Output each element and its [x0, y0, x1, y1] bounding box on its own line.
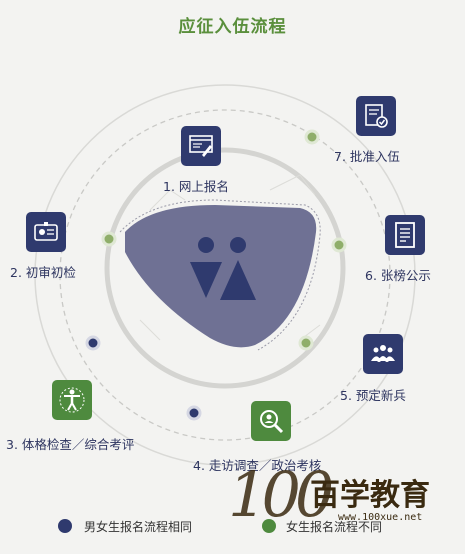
watermark-brand-logo: 100: [228, 458, 334, 531]
notice-list-icon: [395, 222, 415, 248]
step-1-icon-box: [181, 126, 221, 166]
legend-dot-different: [262, 519, 276, 533]
step-3-label: 3. 体格检查／综合考评: [6, 437, 135, 452]
step-7-icon-box: [356, 96, 396, 136]
step-4-label: 4. 走访调查／政治考核: [193, 458, 322, 473]
step-6-icon-box: [385, 215, 425, 255]
step-5-icon-box: [363, 334, 403, 374]
body-figure-icon: [59, 387, 85, 413]
step-5-label: 5. 预定新兵: [340, 388, 406, 403]
step-4-icon-box: [251, 401, 291, 441]
step-6-label: 6. 张榜公示: [365, 268, 431, 283]
connector-dots: [85, 129, 347, 421]
watermark-brand-text: 百学教育: [310, 478, 430, 513]
magnifier-person-icon: [260, 410, 284, 434]
inner-ring: [104, 147, 346, 389]
center-shape: [125, 205, 317, 348]
step-2-label: 2. 初审初检: [10, 265, 76, 280]
group-people-icon: [371, 345, 395, 362]
step-7-label: 7. 批准入伍: [334, 149, 400, 164]
step-3-icon-box: [52, 380, 92, 420]
dashed-ring: [59, 109, 391, 441]
id-card-icon: [34, 222, 58, 241]
legend-label-different: 女生报名流程不同: [286, 520, 383, 534]
approval-document-icon: [365, 104, 388, 128]
step-1-label: 1. 网上报名: [163, 179, 229, 194]
browser-pen-icon: [189, 135, 213, 157]
crack-lines: [139, 174, 321, 341]
step-2-icon-box: [26, 212, 66, 252]
outer-ring: [34, 84, 416, 466]
legend-dot-same: [58, 519, 72, 533]
page-title: 应征入伍流程: [178, 17, 287, 37]
watermark-url: www.100xue.net: [338, 512, 423, 523]
people-figures-icon: [190, 237, 256, 300]
center-shape-outline: [119, 199, 321, 351]
legend-label-same: 男女生报名流程相同: [84, 520, 193, 534]
